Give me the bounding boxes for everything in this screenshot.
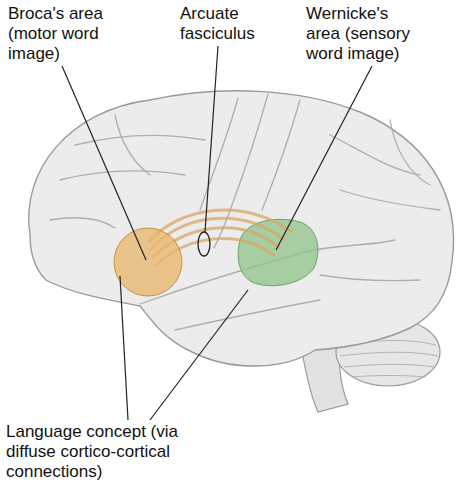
cerebellum-folia [340,340,438,377]
callout-label: Arcuate fasciculus [180,4,280,44]
leader-lines [62,46,372,420]
arcuate-marker [198,232,210,256]
callout-label: Language concept (via diffuse cortico-co… [6,422,211,482]
cerebrum [29,91,454,366]
broca-region [114,228,182,296]
wernicke-region [238,219,318,285]
callout-label: Wernicke's area (sensory word image) [306,4,426,64]
callout-label: Broca's area (motor word image) [8,4,133,64]
